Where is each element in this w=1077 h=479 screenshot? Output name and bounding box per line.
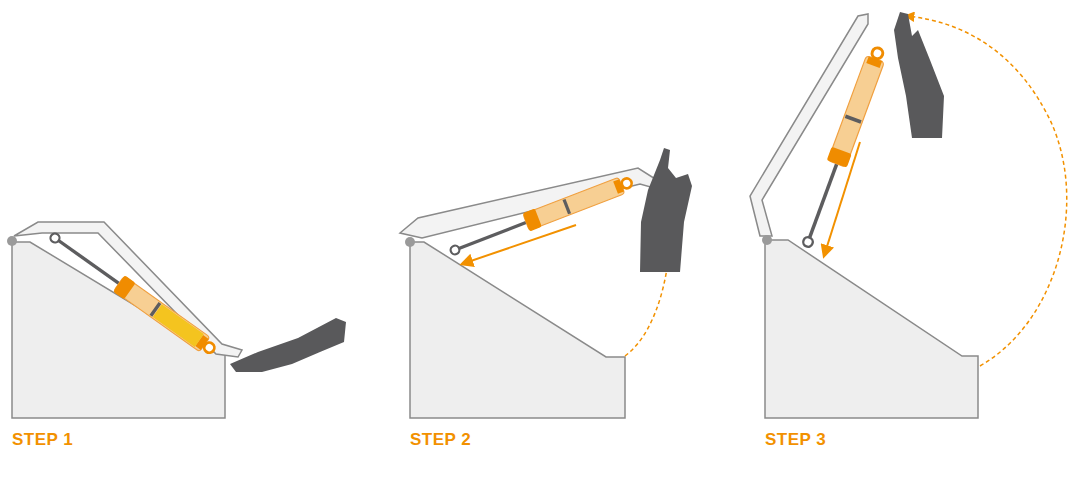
step-label: STEP 2 xyxy=(410,430,471,450)
step-label: STEP 3 xyxy=(765,430,826,450)
step2-figure xyxy=(400,148,692,418)
step-label: STEP 1 xyxy=(12,430,73,450)
step1-figure xyxy=(7,222,346,418)
step3-figure xyxy=(750,12,1067,418)
